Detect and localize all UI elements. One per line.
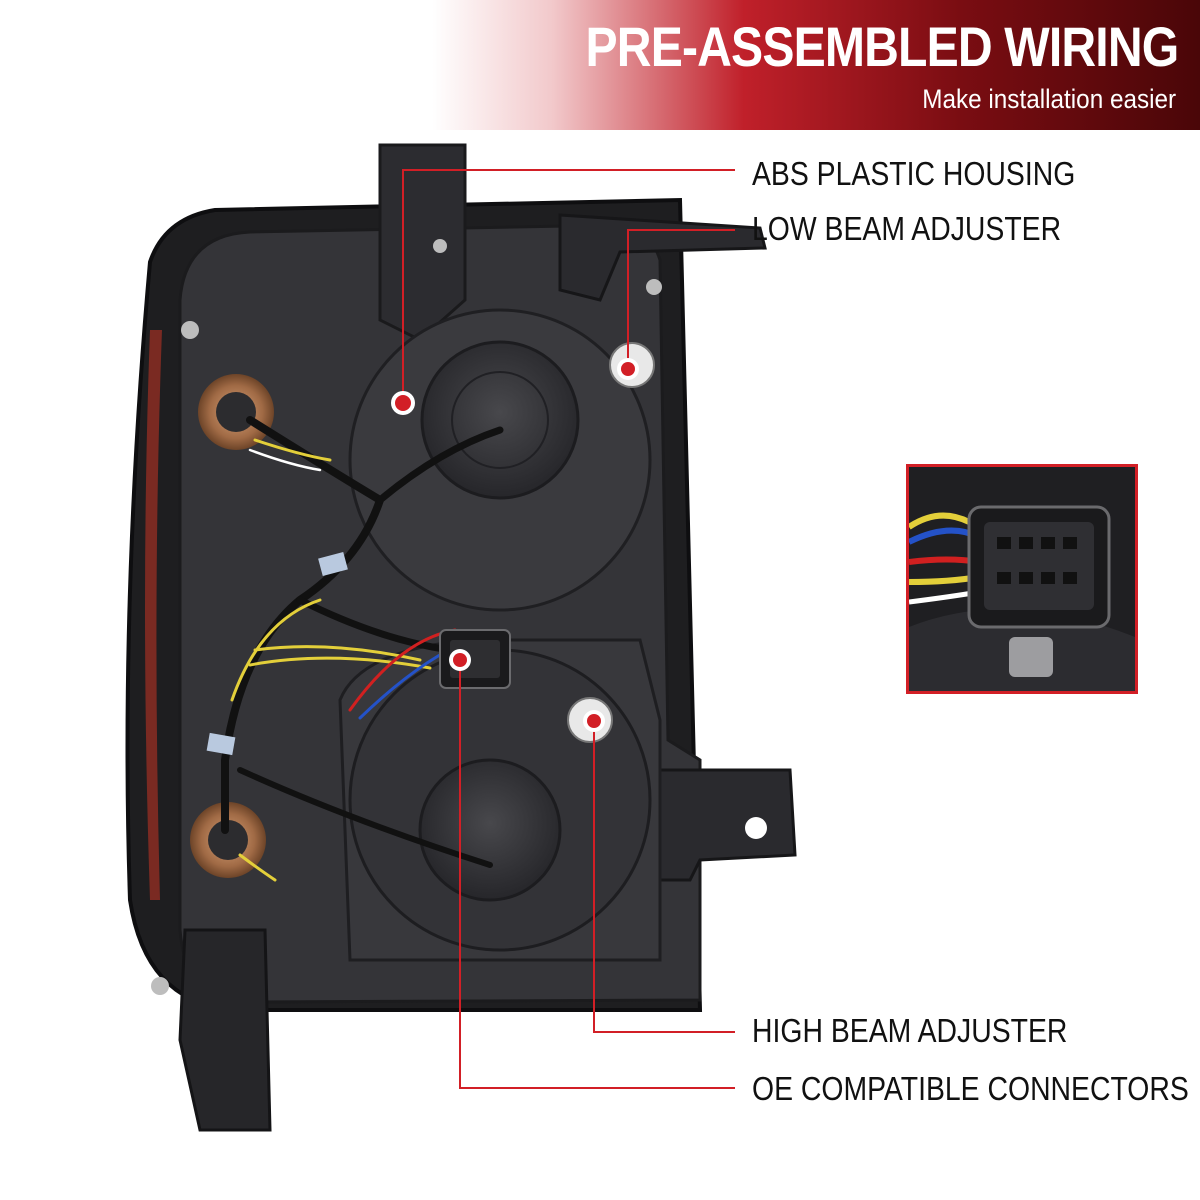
header-banner: PRE-ASSEMBLED WIRING Make installation e…	[0, 0, 1200, 130]
callout-lines	[402, 169, 735, 1089]
side-reflector	[145, 330, 162, 900]
right-tab	[558, 213, 767, 302]
low-beam-dome-inner	[420, 340, 580, 500]
callout-oe-compatible-connectors: OE COMPATIBLE CONNECTORS	[752, 1070, 1189, 1107]
callout-abs-plastic-housing: ABS PLASTIC HOUSING	[752, 155, 1076, 192]
connector-closeup-image	[909, 467, 1135, 691]
top-bracket	[378, 143, 467, 342]
callout-low-beam-adjuster: LOW BEAM ADJUSTER	[752, 210, 1062, 247]
banner-subtitle: Make installation easier	[922, 84, 1176, 114]
bottom-mount	[178, 928, 272, 1132]
callout-dots	[391, 358, 639, 732]
connector-closeup-inset	[906, 464, 1138, 694]
banner-title: PRE-ASSEMBLED WIRING	[585, 15, 1179, 78]
right-mount	[658, 768, 797, 882]
callout-high-beam-adjuster: HIGH BEAM ADJUSTER	[752, 1012, 1068, 1049]
high-beam-dome-inner	[418, 758, 562, 902]
